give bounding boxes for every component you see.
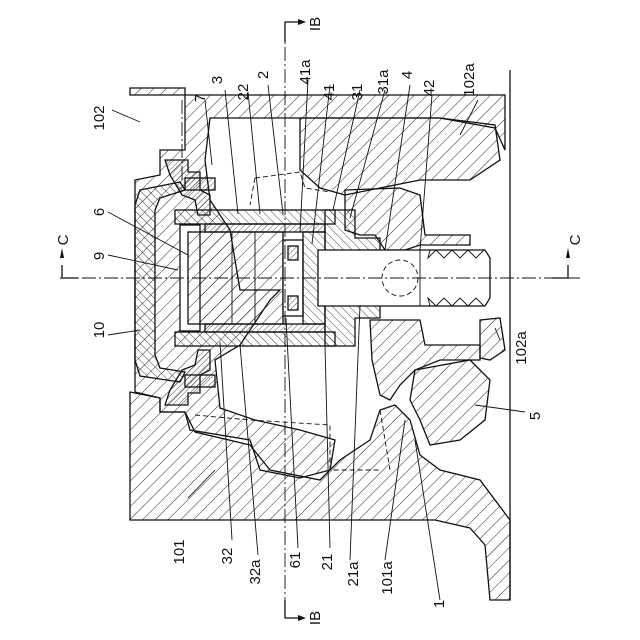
label-ib-bottom: IB (307, 611, 324, 625)
label-21a: 21a (345, 561, 362, 587)
label-32a: 32a (247, 559, 264, 585)
label-102a-top: 102a (461, 63, 478, 97)
label-41: 41 (321, 84, 338, 101)
label-1: 1 (431, 600, 448, 608)
label-10: 10 (91, 322, 108, 339)
label-5: 5 (527, 412, 544, 420)
label-21: 21 (319, 554, 336, 571)
label-31a: 31a (375, 69, 392, 95)
label-32: 32 (219, 548, 236, 565)
label-7: 7 (192, 94, 209, 102)
label-3: 3 (209, 76, 226, 84)
label-4: 4 (399, 71, 416, 79)
label-31: 31 (349, 84, 366, 101)
label-c-left: C (55, 234, 72, 245)
label-c-right: C (567, 234, 584, 245)
label-102a-right: 102a (513, 331, 530, 365)
label-22: 22 (235, 84, 252, 101)
label-6: 6 (91, 208, 108, 216)
label-102: 102 (91, 105, 108, 130)
label-101: 101 (171, 539, 188, 564)
label-101a: 101a (379, 561, 396, 595)
label-2: 2 (255, 71, 272, 79)
label-42: 42 (421, 80, 438, 97)
label-61: 61 (287, 552, 304, 569)
label-ib-top: IB (307, 17, 324, 31)
label-9: 9 (91, 252, 108, 260)
label-41a: 41a (297, 59, 314, 85)
